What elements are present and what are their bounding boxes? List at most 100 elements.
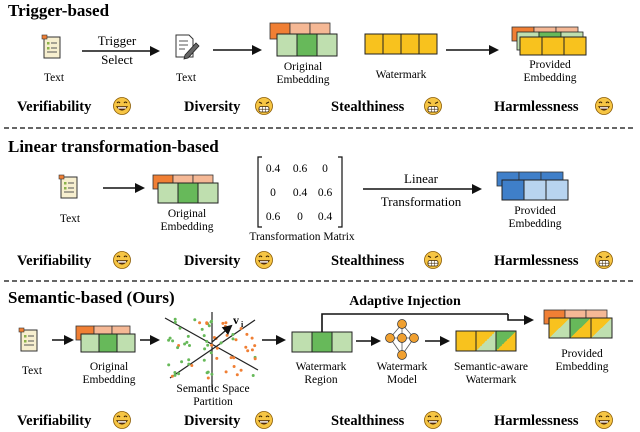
scatter-dot (212, 336, 216, 339)
scatter-dot (215, 346, 219, 350)
region-label-2: Region (304, 374, 337, 386)
scatter-dot (178, 326, 182, 330)
scatter-dot (239, 368, 243, 372)
original-label-1: Original (168, 208, 206, 220)
section-title-linear: Linear transformation-based (8, 137, 219, 156)
matrix-cell: 0.6 (266, 211, 281, 223)
scatter-dot (239, 327, 243, 330)
scatter-dot (205, 339, 209, 343)
region-label-1: Watermark (296, 361, 347, 373)
watermark-region (291, 331, 353, 353)
matrix-cell: 0.4 (318, 211, 333, 223)
original-embedding (152, 174, 219, 204)
scatter-dot (235, 373, 239, 377)
provided-label-2: Embedding (555, 361, 608, 373)
scatter-dot (207, 324, 211, 328)
scatter-dot (250, 336, 254, 340)
section-trigger: Trigger-based Text Trigger Select Text O… (8, 1, 614, 116)
provided-embedding (543, 309, 613, 339)
scatter-dot (173, 373, 177, 377)
scatter-dot (186, 334, 190, 338)
happy-emoji-icon (254, 410, 274, 430)
property-harmlessness: Harmlessness (494, 413, 579, 429)
scatter-dot (219, 341, 223, 345)
watermark-bar (364, 33, 438, 55)
original-label-2: Embedding (160, 221, 213, 233)
scatter-dot (171, 339, 175, 343)
text-label: Text (60, 213, 81, 225)
section-linear: Linear transformation-based Text Origina… (8, 137, 614, 270)
scatter-dot (232, 365, 236, 368)
grimace-emoji-icon (254, 96, 274, 116)
semantic-space-scatter (164, 312, 259, 390)
trigger-arrow-label-2: Select (101, 52, 133, 67)
matrix-cell: 0.6 (318, 187, 333, 199)
scatter-dot (223, 324, 227, 328)
matrix-cell: 0.4 (293, 187, 308, 199)
scatter-dot (250, 348, 254, 352)
scatter-dot (246, 349, 250, 353)
scatter-dot (180, 360, 184, 364)
scatter-dot (231, 337, 235, 341)
scatter-dot (177, 372, 181, 376)
scatter-dot (176, 346, 180, 350)
provided-label-2: Embedding (523, 72, 576, 84)
provided-embedding (496, 171, 569, 201)
text-label: Text (22, 365, 43, 377)
scatter-dot (205, 321, 209, 325)
scatter-dot (225, 333, 229, 337)
scatter-dot (167, 363, 171, 367)
property-verifiability: Verifiability (17, 413, 92, 429)
provided-label-2: Embedding (508, 218, 561, 230)
partition-label-2: Partition (193, 396, 233, 408)
scatter-dot (224, 370, 228, 374)
scatter-dot (202, 358, 206, 362)
text-label: Text (44, 72, 65, 84)
grimace-emoji-icon (594, 250, 614, 270)
adaptive-injection-label: Adaptive Injection (349, 294, 461, 309)
scatter-dot (185, 340, 189, 344)
provided-label-1: Provided (529, 59, 571, 71)
scatter-dot (173, 320, 177, 324)
property-verifiability: Verifiability (17, 253, 92, 269)
matrix-cell: 0 (270, 187, 276, 199)
linear-arrow-label-2: Transformation (381, 194, 462, 209)
scatter-dot (173, 371, 177, 374)
provided-label-1: Provided (561, 348, 603, 360)
original-label-2: Embedding (82, 374, 135, 386)
vector-label: v (233, 313, 239, 327)
scatter-dot (193, 318, 197, 322)
trigger-arrow-label-1: Trigger (98, 33, 137, 48)
original-label-1: Original (284, 61, 322, 73)
scatter-dot (173, 317, 177, 321)
property-verifiability: Verifiability (17, 99, 92, 115)
partition-label-1: Semantic Space (176, 383, 249, 395)
scatter-dot (210, 343, 214, 347)
document-icon (58, 174, 78, 199)
scatter-dot (206, 376, 210, 380)
document-icon (18, 327, 38, 352)
semantic-watermark-label-1: Semantic-aware (454, 361, 528, 373)
vector-subscript: i (241, 320, 244, 329)
watermark-label: Watermark (376, 69, 427, 81)
section-title-trigger: Trigger-based (8, 1, 110, 20)
neural-network-icon (385, 319, 419, 360)
semantic-aware-watermark (455, 330, 517, 352)
document-icon (41, 34, 61, 59)
happy-emoji-icon (112, 410, 132, 430)
scatter-dot (209, 351, 213, 355)
original-embedding (75, 325, 136, 353)
scatter-dot (202, 334, 206, 338)
grimace-emoji-icon (423, 96, 443, 116)
document-pen-icon (175, 34, 200, 60)
section-semantic: Semantic-based (Ours) Text Original Embe… (8, 288, 614, 430)
scatter-dot (234, 338, 238, 342)
scatter-dot (188, 344, 191, 347)
text-label: Text (176, 72, 197, 84)
scatter-dot (198, 321, 202, 325)
provided-label-1: Provided (514, 205, 556, 217)
grimace-emoji-icon (423, 250, 443, 270)
scatter-dot (187, 362, 191, 366)
linear-arrow-label-1: Linear (404, 171, 439, 186)
scatter-dot (205, 371, 209, 375)
